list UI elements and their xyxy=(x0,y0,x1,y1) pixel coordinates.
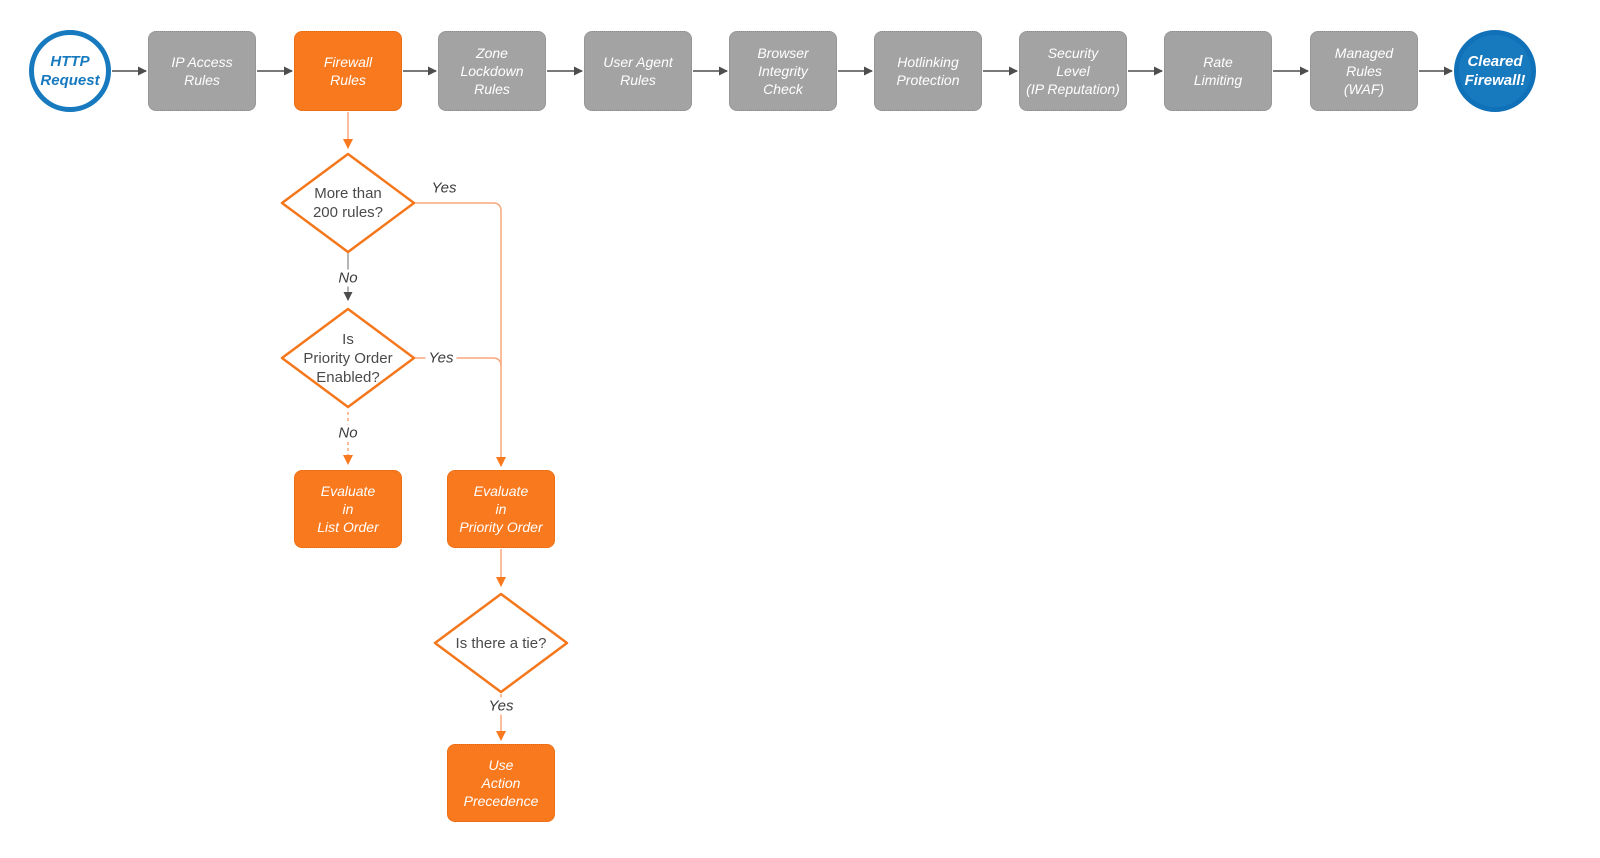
edge-label-no-decision1: No xyxy=(335,269,361,287)
edge-label-yes-decision1: Yes xyxy=(428,179,460,197)
arrow-decision1-yes-to-priority-order xyxy=(415,202,506,467)
stage-ip-access-rules: IP Access Rules xyxy=(148,31,256,111)
decision-label: Is Priority Order Enabled? xyxy=(303,330,393,386)
stage-label: Hotlinking Protection xyxy=(896,54,960,88)
edge-label-no-decision2: No xyxy=(335,424,361,442)
stage-browser-integrity-check: Browser Integrity Check xyxy=(729,31,837,111)
stage-zone-lockdown-rules: Zone Lockdown Rules xyxy=(438,31,546,111)
stage-label: Managed Rules (WAF) xyxy=(1334,45,1394,97)
action-evaluate-in-list-order: Evaluate in List Order xyxy=(294,470,402,548)
start-node-http-request: HTTP Request xyxy=(29,30,111,112)
decision-priority-order-enabled: Is Priority Order Enabled? xyxy=(279,306,417,410)
stage-hotlinking-protection: Hotlinking Protection xyxy=(874,31,982,111)
stage-label: User Agent Rules xyxy=(603,54,673,88)
decision-is-there-a-tie: Is there a tie? xyxy=(432,591,570,695)
stage-label: Firewall Rules xyxy=(323,54,373,88)
stage-label: Rate Limiting xyxy=(1193,54,1243,88)
diamond-shape xyxy=(280,307,416,409)
decision-label: More than 200 rules? xyxy=(312,185,384,221)
stage-firewall-rules: Firewall Rules xyxy=(294,31,402,111)
branch-connectors xyxy=(343,112,506,741)
stage-managed-rules-waf: Managed Rules (WAF) xyxy=(1310,31,1418,111)
line-decision2-yes-join xyxy=(415,357,502,367)
diamond-shape xyxy=(280,152,416,254)
stage-user-agent-rules: User Agent Rules xyxy=(584,31,692,111)
action-label: Evaluate in Priority Order xyxy=(459,483,543,535)
decision-label: Is there a tie? xyxy=(455,634,547,652)
end-node-label: Cleared Firewall! xyxy=(1464,53,1526,89)
action-label: Use Action Precedence xyxy=(463,757,539,809)
stage-label: Zone Lockdown Rules xyxy=(460,45,524,97)
stage-label: Security Level (IP Reputation) xyxy=(1026,45,1120,97)
start-node-label: HTTP Request xyxy=(40,53,100,89)
action-evaluate-in-priority-order: Evaluate in Priority Order xyxy=(447,470,555,548)
stage-security-level-ip-reputation: Security Level (IP Reputation) xyxy=(1019,31,1127,111)
stage-label: IP Access Rules xyxy=(171,54,233,88)
decision-more-than-200-rules: More than 200 rules? xyxy=(279,151,417,255)
stage-label: Browser Integrity Check xyxy=(757,45,809,97)
end-node-cleared-firewall: Cleared Firewall! xyxy=(1454,30,1536,112)
action-use-action-precedence: Use Action Precedence xyxy=(447,744,555,822)
diamond-shape xyxy=(433,592,569,694)
action-label: Evaluate in List Order xyxy=(317,483,379,535)
stage-rate-limiting: Rate Limiting xyxy=(1164,31,1272,111)
edge-label-yes-decision2: Yes xyxy=(425,349,457,367)
edge-label-yes-decision3: Yes xyxy=(485,697,517,715)
